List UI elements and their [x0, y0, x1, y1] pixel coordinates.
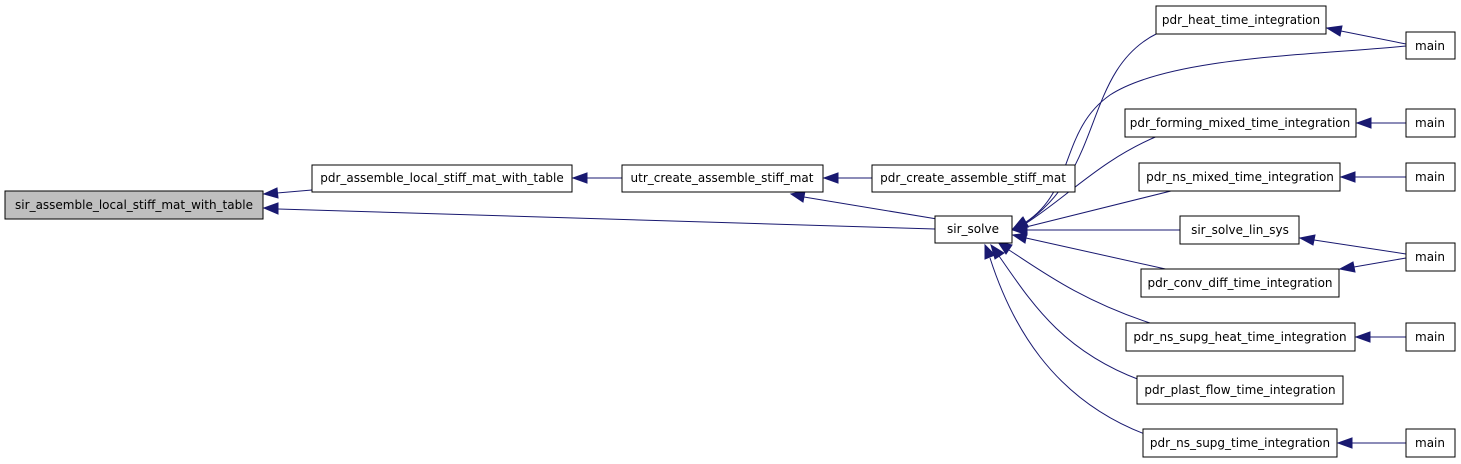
edge-main4-to-pdr-conv	[1338, 257, 1407, 273]
node-label: pdr_conv_diff_time_integration	[1147, 276, 1332, 290]
node-sir-solve[interactable]: sir_solve	[934, 215, 1013, 244]
node-main[interactable]: main	[1405, 31, 1456, 60]
node-sir-solve-lin-sys[interactable]: sir_solve_lin_sys	[1179, 215, 1300, 245]
edge-pdr-plast-to-sir-solve	[990, 243, 1141, 381]
edge-sir-solve-lin-to-sir-solve	[1011, 224, 1180, 236]
edge-main6-to-pdr-ns-supg	[1336, 437, 1406, 449]
node-label: pdr_ns_mixed_time_integration	[1146, 170, 1334, 184]
node-label: sir_solve	[947, 222, 999, 236]
node-label: pdr_heat_time_integration	[1162, 13, 1320, 27]
edge-sir-solve-to-utr-create	[789, 190, 938, 220]
edge-pdr-ns-supg-to-sir-solve	[984, 243, 1151, 437]
node-label: pdr_forming_mixed_time_integration	[1130, 116, 1351, 130]
edge-main4-to-sir-solve-lin	[1298, 234, 1407, 255]
node-pdr-conv-diff-time-integration[interactable]: pdr_conv_diff_time_integration	[1140, 268, 1340, 298]
node-label: sir_solve_lin_sys	[1191, 223, 1289, 237]
edge-main3-to-pdr-ns-mixed	[1339, 171, 1406, 183]
node-label: main	[1415, 170, 1445, 184]
edge-main5-to-pdr-ns-supg-heat	[1354, 331, 1406, 343]
edge-main1-to-pdr-heat	[1325, 25, 1407, 45]
node-label: pdr_assemble_local_stiff_mat_with_table	[320, 171, 564, 185]
edge-pdr-conv-to-sir-solve	[1011, 232, 1171, 271]
edge-pdr-assemble-to-sir-assemble	[262, 187, 313, 199]
node-label: pdr_ns_supg_heat_time_integration	[1133, 330, 1346, 344]
node-label: main	[1415, 436, 1445, 450]
edge-pdr-ns-mixed-to-sir-solve	[1011, 189, 1176, 234]
node-label: main	[1415, 39, 1445, 53]
edge-pdr-ns-supg-heat-to-sir-solve	[996, 241, 1151, 324]
node-label: pdr_ns_supg_time_integration	[1150, 436, 1330, 450]
node-pdr-ns-supg-time-integration[interactable]: pdr_ns_supg_time_integration	[1142, 428, 1338, 458]
node-label: main	[1415, 330, 1445, 344]
node-label: sir_assemble_local_stiff_mat_with_table	[15, 198, 253, 212]
node-main[interactable]: main	[1405, 242, 1456, 272]
node-pdr-create-assemble-stiff-mat[interactable]: pdr_create_assemble_stiff_mat	[871, 164, 1076, 193]
node-pdr-ns-supg-heat-time-integration[interactable]: pdr_ns_supg_heat_time_integration	[1125, 322, 1356, 352]
node-pdr-forming-mixed-time-integration[interactable]: pdr_forming_mixed_time_integration	[1124, 108, 1357, 138]
node-main[interactable]: main	[1405, 428, 1456, 458]
node-pdr-assemble-local-stiff-mat-with-table[interactable]: pdr_assemble_local_stiff_mat_with_table	[311, 164, 573, 193]
node-main[interactable]: main	[1405, 108, 1456, 138]
node-main[interactable]: main	[1405, 322, 1456, 352]
node-pdr-ns-mixed-time-integration[interactable]: pdr_ns_mixed_time_integration	[1138, 162, 1341, 192]
node-pdr-heat-time-integration[interactable]: pdr_heat_time_integration	[1155, 5, 1327, 35]
edge-main2-to-pdr-forming	[1355, 117, 1406, 129]
node-label: main	[1415, 116, 1445, 130]
node-label: utr_create_assemble_stiff_mat	[631, 171, 814, 185]
edge-sir-solve-to-sir-assemble	[262, 202, 936, 230]
node-label: pdr_plast_flow_time_integration	[1144, 383, 1335, 397]
node-label: pdr_create_assemble_stiff_mat	[880, 171, 1066, 185]
edge-utr-create-to-pdr-assemble	[571, 172, 622, 184]
edge-pdr-create-to-utr-create	[822, 172, 872, 184]
node-pdr-plast-flow-time-integration[interactable]: pdr_plast_flow_time_integration	[1136, 375, 1344, 405]
node-main[interactable]: main	[1405, 162, 1456, 192]
node-label: main	[1415, 250, 1445, 264]
node-sir-assemble-local-stiff-mat-with-table[interactable]: sir_assemble_local_stiff_mat_with_table	[4, 190, 264, 220]
node-utr-create-assemble-stiff-mat[interactable]: utr_create_assemble_stiff_mat	[621, 164, 824, 193]
